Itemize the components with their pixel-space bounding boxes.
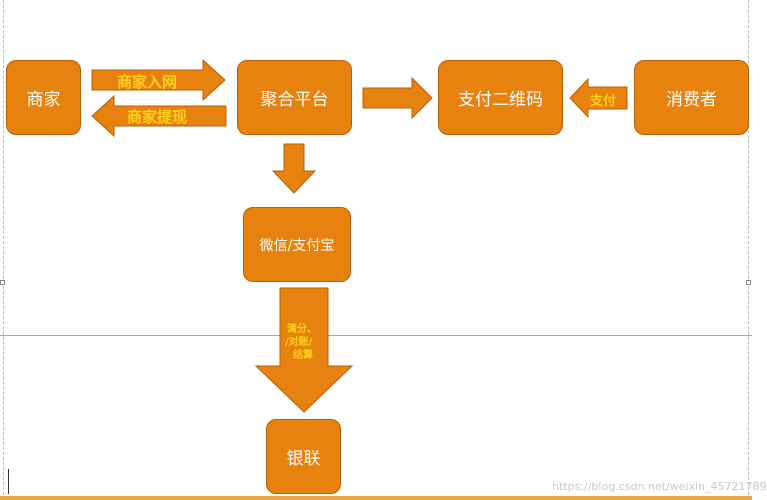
node-consumer: 消费者: [634, 60, 749, 135]
label-pay: 支付: [590, 94, 617, 109]
label-settle-line3: 结算: [293, 350, 313, 361]
node-unionpay-label: 银联: [286, 449, 321, 469]
label-merchant-onboard: 商家入网: [117, 73, 178, 91]
node-consumer-label: 消费者: [666, 90, 717, 110]
node-merchant-label: 商家: [26, 90, 61, 110]
text-cursor: [8, 469, 9, 494]
node-aggregator: 聚合平台: [237, 60, 352, 135]
label-settle-line2: /对账/: [285, 337, 313, 348]
guide-line-right: [748, 0, 749, 500]
resize-handle-right[interactable]: [746, 280, 751, 285]
node-payment-qr: 支付二维码: [438, 60, 563, 135]
bottom-bar: [0, 496, 752, 500]
arrow-consumer-pay: [569, 77, 628, 119]
node-unionpay: 银联: [266, 419, 341, 494]
label-settle-line1: 清分、: [287, 324, 317, 335]
arrow-merchant-withdraw: [91, 94, 227, 138]
node-aggregator-label: 聚合平台: [260, 90, 329, 110]
arrow-settlement: [254, 287, 354, 413]
node-merchant: 商家: [6, 60, 81, 135]
guide-line-left: [3, 0, 4, 500]
label-merchant-withdraw: 商家提现: [127, 108, 188, 126]
node-wechat-alipay: 微信/支付宝: [243, 207, 351, 282]
arrow-aggregator-to-qr: [362, 76, 433, 120]
resize-handle-left[interactable]: [0, 280, 5, 285]
arrow-aggregator-to-wechat: [271, 143, 317, 194]
page-break-line: [0, 335, 752, 336]
arrow-merchant-onboard: [91, 58, 226, 102]
watermark: https://blog.csdn.net/weixin_45721789: [552, 480, 767, 493]
node-payment-qr-label: 支付二维码: [458, 90, 543, 110]
node-wechat-alipay-label: 微信/支付宝: [259, 237, 335, 254]
